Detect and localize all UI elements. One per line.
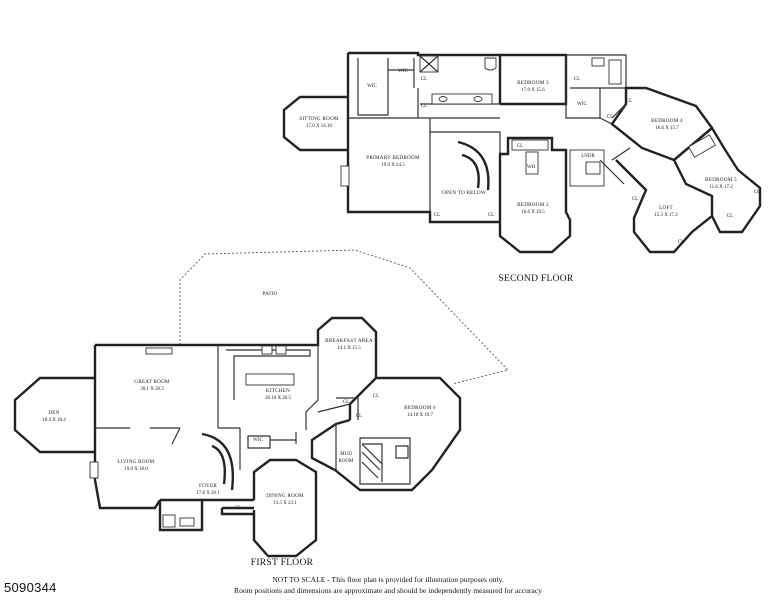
fireplace [340, 165, 350, 187]
mud-room-label: MUD [340, 452, 352, 457]
first-floor-plan [13, 249, 509, 558]
foyer-label: FOYER [199, 483, 217, 489]
bedroom2-dim: 16.6 X 19.5 [521, 210, 545, 215]
living-room-fireplace [89, 461, 99, 479]
bedroom4-dim: 16.6 X 15.7 [655, 126, 679, 131]
wic-label-1: WIC [367, 84, 377, 89]
svg-text:CL: CL [488, 213, 494, 218]
dining-room-dim: 13.5 X 23.1 [273, 501, 297, 506]
bedroom2-walls [498, 136, 572, 254]
svg-text:CL: CL [235, 506, 241, 511]
dining-room-label: DINING ROOM [266, 493, 304, 499]
svg-text:CL: CL [517, 144, 523, 149]
patio-label: PATIO [262, 291, 277, 297]
bedroom5-label: BEDROOM 5 [705, 177, 737, 183]
great-room-dim: 30.1 X 28.3 [140, 387, 164, 392]
wic-label-2: WIC [398, 69, 408, 74]
bedroom5-walls [673, 126, 762, 234]
svg-text:CL: CL [574, 77, 580, 82]
den-label: DEN [48, 410, 59, 416]
vanity-fixture [431, 93, 493, 105]
first-floor-wic-label: WIC [253, 438, 263, 443]
first-floor-title: FIRST FLOOR [251, 558, 314, 568]
living-room-label: LIVING ROOM [118, 459, 155, 465]
first-floor-labels: PATIO DEN 18.4 X 18.4 GREAT ROOM 30.1 X … [42, 291, 436, 568]
loft-dim: 15.3 X 17.2 [654, 213, 678, 218]
patio-outline [179, 249, 509, 385]
kitchen-label: KITCHEN [266, 388, 290, 394]
svg-text:CL: CL [373, 394, 379, 399]
loft-label: LOFT [659, 205, 673, 211]
mud-room-label-2: ROOM [338, 459, 354, 464]
den-walls [13, 376, 95, 454]
bedroom5-dim: 11.6 X 17.2 [709, 185, 733, 190]
bedroom6-dim: 14.10 X 19.7 [407, 413, 434, 418]
foyer-stair [201, 432, 235, 491]
second-floor-labels: SITTING ROOM 17.0 X 14.10 PRIMARY BEDROO… [299, 69, 760, 284]
second-floor-title: SECOND FLOOR [498, 274, 573, 284]
svg-text:CL: CL [356, 414, 362, 419]
bedroom3-label: BEDROOM 3 [517, 80, 549, 86]
great-room-fireplace [145, 347, 173, 355]
bedroom3-dim: 17.0 X 15.6 [521, 88, 545, 93]
wic-label-3: WIC [577, 102, 587, 107]
foyer-dim: 17.8 X 20.1 [196, 491, 220, 496]
breakfast-label: BREAKFAST AREA [325, 338, 373, 344]
living-room-dim: 19.0 X 18.0 [124, 467, 148, 472]
sitting-room-walls [282, 95, 348, 152]
main-house-walls [95, 316, 378, 420]
svg-text:CL: CL [421, 104, 427, 109]
svg-text:WH: WH [527, 165, 536, 170]
svg-text:CL: CL [727, 214, 733, 219]
loft-walls [615, 159, 714, 254]
svg-text:CL: CL [678, 240, 684, 245]
svg-text:CL: CL [607, 115, 613, 120]
second-floor-plan [282, 51, 762, 254]
svg-text:CL: CL [434, 213, 440, 218]
bedroom6-walls [310, 376, 462, 492]
open-to-below-label: OPEN TO BELOW [442, 190, 486, 196]
svg-text:CL: CL [343, 400, 349, 405]
svg-text:CL: CL [421, 77, 427, 82]
disclaimer-line-1: NOT TO SCALE - This floor plan is provid… [272, 575, 504, 584]
dining-room-walls [252, 458, 318, 558]
bedroom2-label: BEDROOM 2 [517, 202, 549, 208]
kitchen-island [245, 373, 295, 386]
den-dim: 18.4 X 18.4 [42, 418, 66, 423]
primary-bedroom-label: PRIMARY BEDROOM [366, 155, 420, 161]
sitting-room-dim: 17.0 X 14.10 [306, 124, 333, 129]
primary-wic-walls [348, 58, 500, 212]
breakfast-dim: 14.1 X 15.5 [337, 346, 361, 351]
great-room-label: GREAT ROOM [134, 379, 170, 385]
bedroom6-label: BEDROOM 6 [404, 405, 436, 411]
primary-suite-top [348, 51, 502, 104]
open-to-below-stair [457, 140, 490, 191]
primary-bedroom-dim: 19.0 X 24.5 [381, 163, 405, 168]
laundry-label: LNDR [581, 154, 595, 159]
listing-id: 5090344 [4, 580, 57, 595]
sitting-room-label: SITTING ROOM [299, 116, 339, 122]
bedroom4-label: BEDROOM 4 [651, 118, 683, 124]
disclaimer-line-2: Room positions and dimensions are approx… [234, 586, 542, 595]
svg-text:CL: CL [626, 99, 632, 104]
svg-text:CL: CL [754, 190, 760, 195]
kitchen-dim: 36.10 X 20.5 [265, 396, 292, 401]
svg-text:CL: CL [632, 197, 638, 202]
